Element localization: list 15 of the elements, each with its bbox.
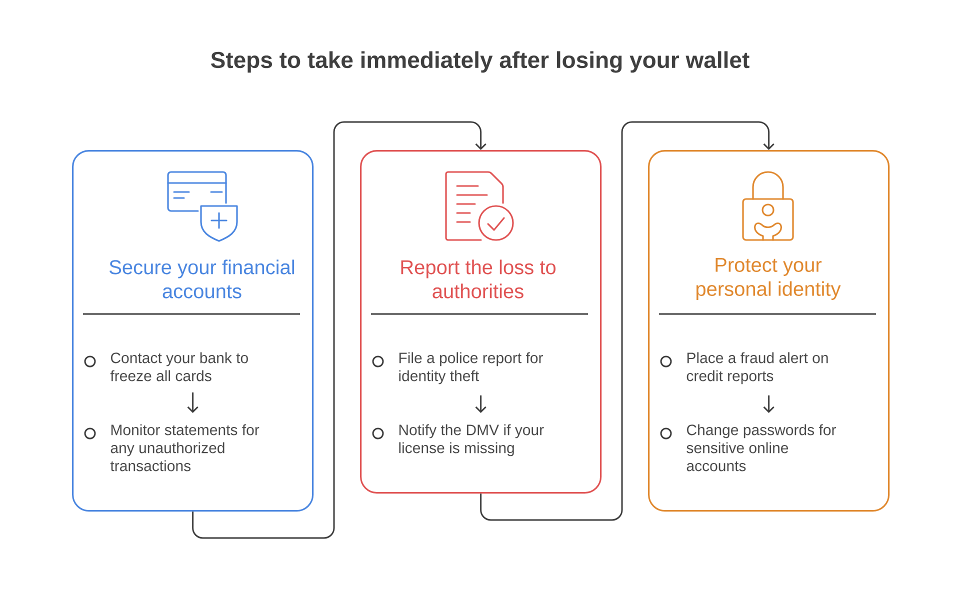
card-heading: Report the loss to authorities [401,260,556,298]
card-heading: Protect your personal identity [696,258,841,300]
arrow [192,121,486,539]
step-text: Monitor statements for any unauthorized transactions [110,424,260,472]
title: Steps to take immediately after losing your wallet [210,51,750,73]
arrow [187,392,198,413]
card-heading: Secure your financial accounts [110,260,294,298]
step-text: Contact your bank to freeze all cards [110,352,248,382]
step-text: Notify the DMV if your license is missing [399,424,544,456]
step-text: Place a fraud alert on credit reports [686,352,828,384]
step-text: Change passwords for sensitive online accounts [686,424,836,472]
step-text: File a police report for identity theft [399,352,543,384]
arrow [475,395,486,413]
arrow [480,121,774,521]
arrow [763,395,774,413]
